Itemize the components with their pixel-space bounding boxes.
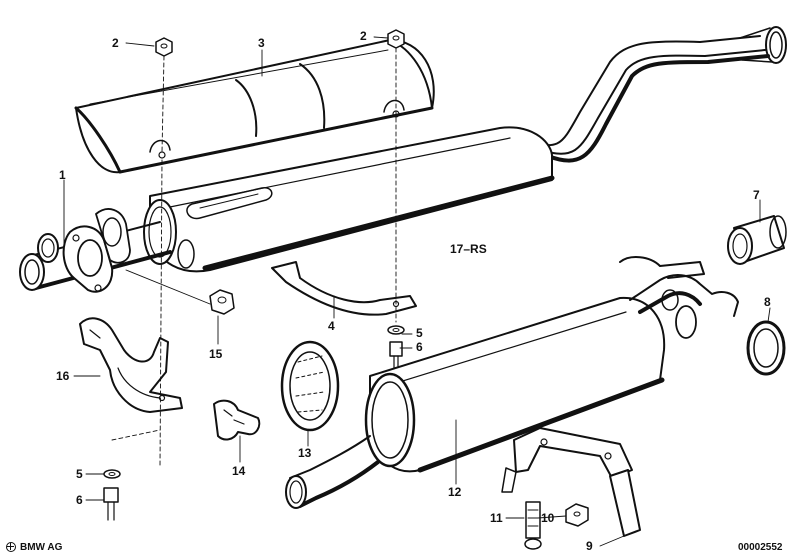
label-part-2-left: 2 (112, 36, 119, 50)
label-part-6-lower: 6 (76, 493, 83, 507)
washer-5-lower (103, 469, 121, 479)
rear-bracket-9 (501, 427, 641, 537)
label-part-16: 16 (56, 369, 70, 383)
label-part-12: 12 (448, 485, 462, 499)
label-part-8: 8 (764, 295, 771, 309)
leader-lines (63, 36, 771, 547)
label-part-6-upper: 6 (416, 340, 423, 354)
nut-2-right (387, 29, 405, 49)
gasket-ring-8 (746, 320, 786, 376)
rubber-mount-14 (213, 399, 261, 441)
washer-5-upper (387, 325, 405, 335)
bolt-6-lower (103, 487, 119, 521)
nut-10 (565, 503, 589, 527)
rear-muffler (285, 256, 739, 509)
label-part-3: 3 (258, 36, 265, 50)
copyright-icon (6, 542, 16, 552)
label-part-4: 4 (328, 319, 335, 333)
nut-15 (209, 289, 235, 315)
label-part-7: 7 (753, 188, 760, 202)
label-part-15: 15 (209, 347, 223, 361)
label-part-5-upper: 5 (416, 326, 423, 340)
label-part-2-right: 2 (360, 29, 367, 43)
diagram-id: 00002552 (738, 542, 783, 553)
heat-shield (74, 39, 435, 174)
label-part-14: 14 (232, 464, 246, 478)
brand-label: BMW AG (20, 542, 63, 553)
rubber-ring-13 (280, 340, 340, 432)
label-part-9: 9 (586, 539, 593, 553)
nut-2-left (155, 37, 173, 57)
bolt-6-upper (389, 341, 403, 371)
front-exhaust-assembly (19, 26, 787, 293)
label-variant-rs: 17–RS (450, 242, 487, 256)
label-part-13: 13 (298, 446, 312, 460)
clamp-bracket (79, 317, 183, 413)
label-part-5-lower: 5 (76, 467, 83, 481)
label-part-1: 1 (59, 168, 66, 182)
bolt-11 (524, 501, 542, 550)
label-part-11: 11 (490, 511, 503, 525)
pipe-sleeve-7 (727, 215, 787, 265)
label-part-10: 10 (541, 511, 555, 525)
bracket-strap (271, 261, 417, 316)
